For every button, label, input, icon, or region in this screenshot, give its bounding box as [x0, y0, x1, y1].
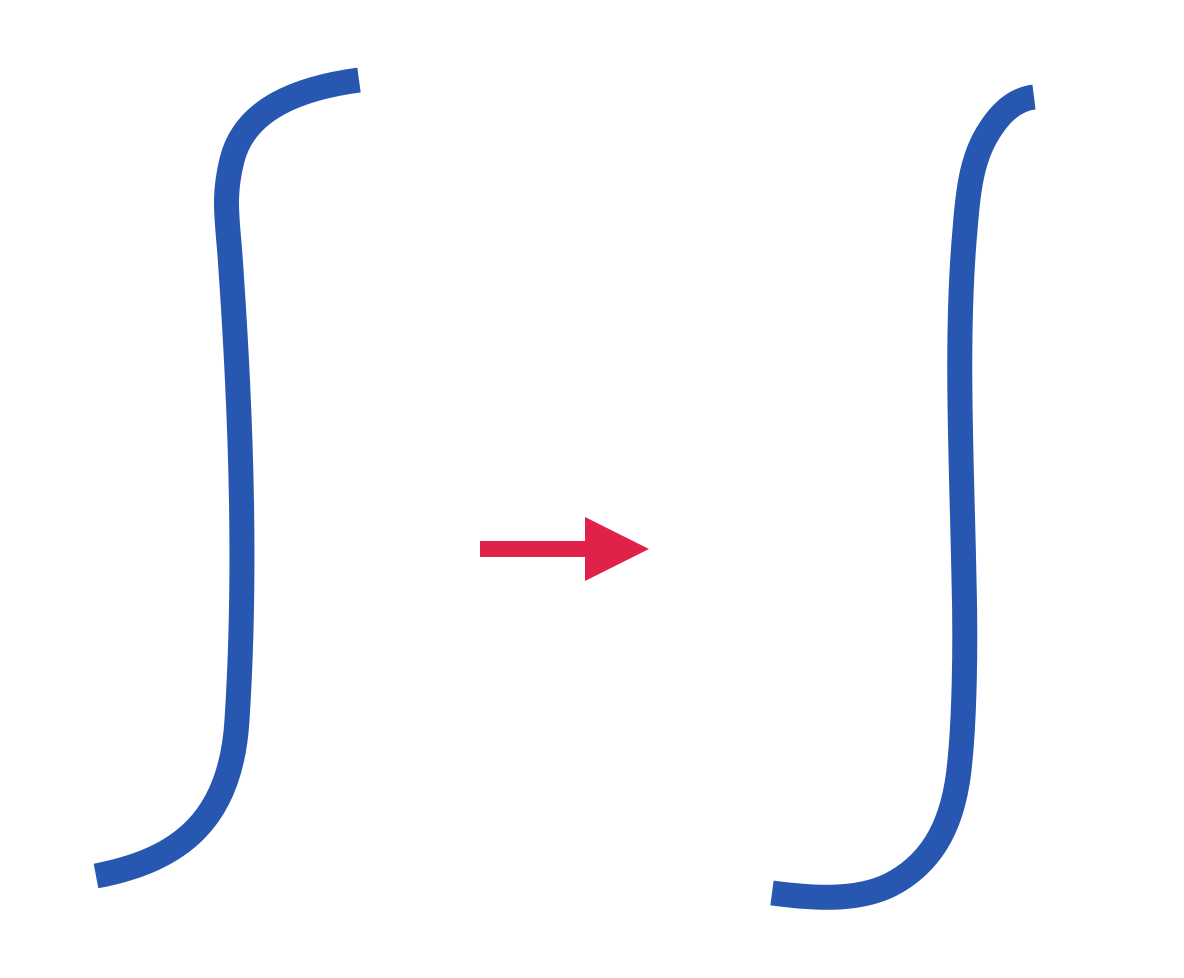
transform-arrow [480, 517, 649, 581]
target-curve [770, 84, 1037, 910]
arrow-head [585, 517, 649, 581]
arrow-shaft [480, 541, 588, 557]
source-curve [93, 67, 361, 889]
